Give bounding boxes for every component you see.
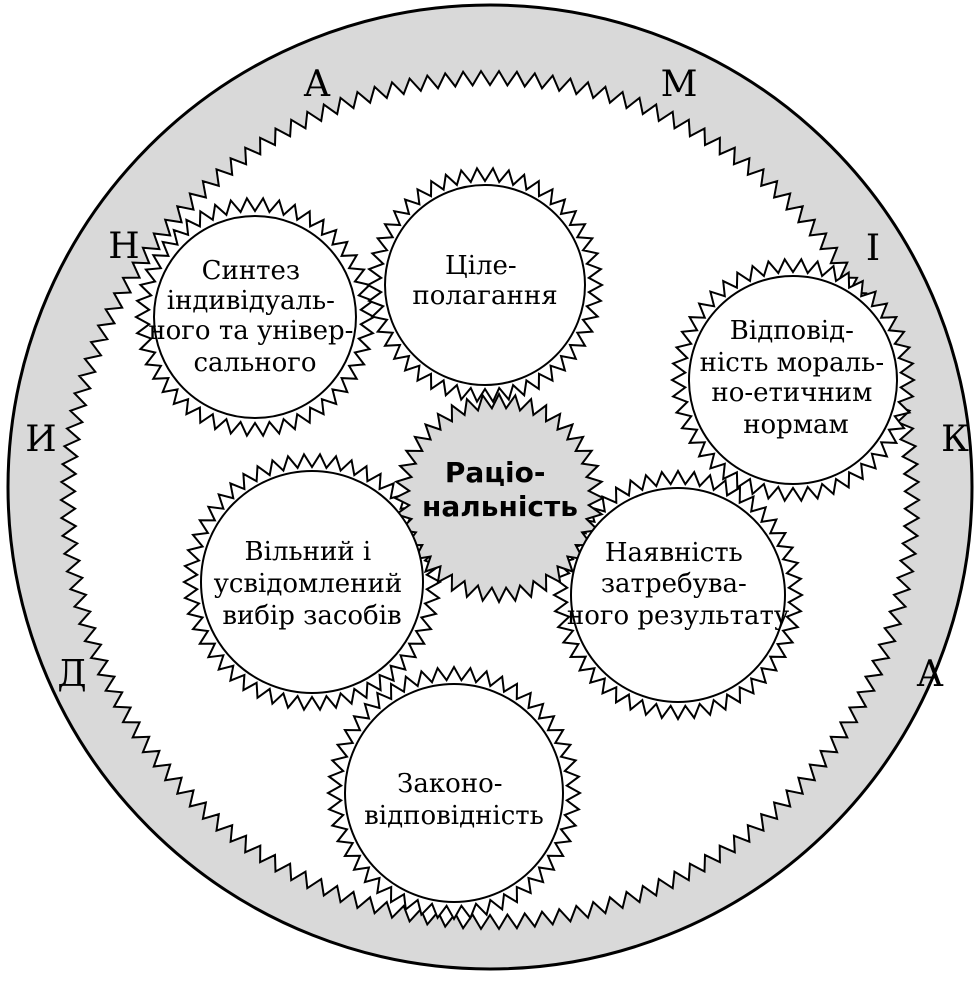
line: но-етичним [711, 378, 872, 408]
gear-text-moral-conformity: Відповід- ність мораль- но-етичним норма… [700, 316, 893, 440]
ring-letter-n: Н [108, 226, 139, 267]
gear-text-free-choice: Вільний і усвідомлений вибір засобів [214, 537, 411, 631]
gear-text-lawfulness: Законо- відповідність [364, 769, 544, 831]
disc-synthesis [153, 215, 357, 419]
ring-letter-y: И [25, 419, 56, 460]
disc-lawfulness [344, 683, 564, 903]
line: відповідність [364, 801, 544, 831]
line: нормам [743, 410, 849, 440]
line: ного результату [567, 601, 789, 631]
line: сального [194, 348, 317, 378]
line: Відповід- [730, 316, 854, 346]
disc-moral-conformity [688, 275, 898, 485]
line: Синтез [202, 256, 301, 286]
ring-letter-a-top: А [303, 64, 330, 105]
line: усвідомлений [214, 569, 403, 599]
line: Законо- [397, 769, 502, 799]
ring-letter-a-bottom: А [916, 654, 943, 695]
line: Наявність [605, 538, 743, 568]
line: Вільний і [245, 537, 372, 567]
ring-letter-k: К [941, 419, 969, 460]
gear-center-rationality [392, 391, 606, 605]
line: нальність [422, 490, 578, 523]
line: полагання [412, 281, 557, 311]
ring-letter-m: М [661, 64, 698, 105]
disc-free-choice [200, 470, 424, 694]
line: ного та універ- [148, 316, 353, 346]
disc-goal-setting [384, 184, 586, 386]
gear-text-synthesis: Синтез індивідуаль- ного та універ- саль… [148, 256, 361, 378]
line: індивідуаль- [167, 286, 335, 316]
gear-text-demanded-result: Наявність затребува- ного результату [567, 538, 789, 631]
line: ність мораль- [700, 348, 885, 378]
center-text-rationality: Раціо- нальність [422, 456, 578, 523]
line: затребува- [601, 569, 747, 599]
line: Ціле- [445, 251, 517, 281]
disc-demanded-result [570, 487, 786, 703]
gear-text-goal-setting: Ціле- полагання [412, 251, 557, 311]
ring-letter-d: Д [57, 654, 86, 695]
ring-letter-i: І [866, 228, 880, 269]
line: вибір засобів [222, 601, 401, 631]
line: Раціо- [445, 456, 546, 489]
